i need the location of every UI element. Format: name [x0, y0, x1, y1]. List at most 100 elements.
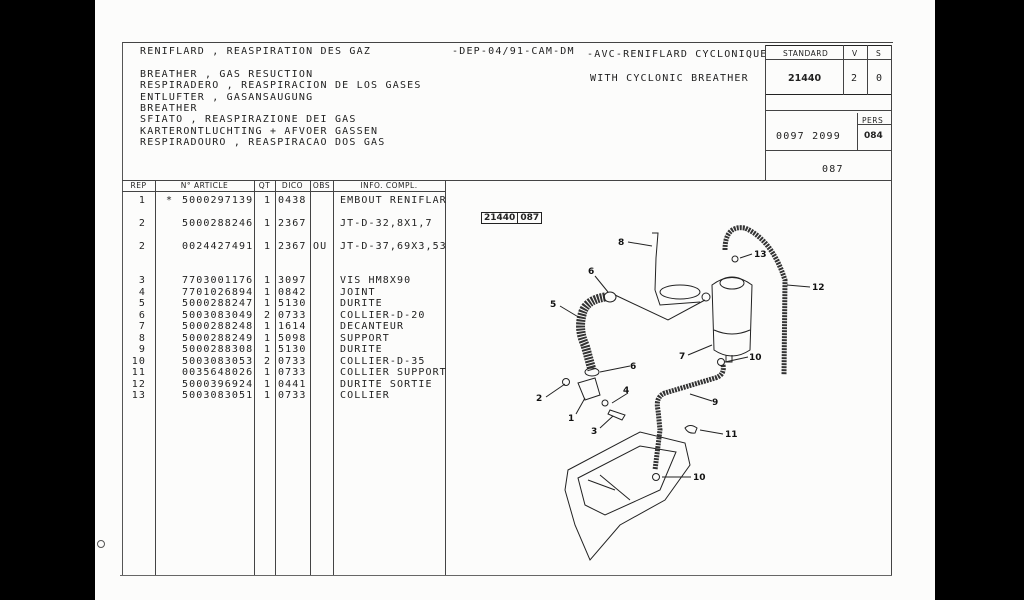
divider: [765, 45, 766, 180]
cell-info: VIS HM8X90: [340, 275, 412, 286]
divider: [254, 180, 255, 575]
divider: [857, 113, 858, 150]
cell-qt: 1: [264, 286, 272, 298]
cell-dico: 2367: [278, 241, 307, 252]
scan-mark: [97, 540, 105, 548]
cell-qt: 1: [264, 218, 272, 229]
variant-en: WITH CYCLONIC BREATHER: [590, 73, 749, 84]
cell-rep: 10: [131, 355, 146, 367]
cell-dico: 0438: [278, 195, 307, 206]
v-label: V: [852, 49, 859, 58]
cell-rep: 3: [138, 275, 146, 286]
cell-info: JT-D-32,8X1,7: [340, 218, 433, 229]
table-row: 3 7703001176 1 3097 VIS HM8X90: [122, 275, 445, 286]
cell-article: 5000288247: [182, 298, 254, 309]
decanter-cap: [719, 276, 745, 290]
cell-qt: 1: [264, 298, 272, 309]
callout-label: 4: [623, 386, 629, 396]
cell-article: 5003083049: [182, 309, 254, 321]
title-translation: SFIATO , REASPIRAZIONE DEI GAS: [140, 114, 357, 126]
divider: [891, 45, 892, 575]
cell-info: JT-D-37,69X3,53: [340, 241, 447, 252]
pers-label: PERS: [862, 116, 884, 125]
cell-article: 5000288249: [182, 332, 254, 344]
washer-4: [601, 399, 609, 407]
callout-label: 2: [536, 394, 542, 404]
cell-rep: 1: [138, 195, 146, 206]
decanter-inlet: [701, 292, 711, 302]
callout-label: 10: [749, 353, 762, 363]
page-number: 087: [822, 164, 844, 175]
divider: [275, 180, 276, 575]
cell-article: 5000288246: [182, 218, 254, 229]
cell-info: COLLIER-D-20: [340, 309, 426, 321]
cell-dico: 0733: [278, 390, 307, 401]
cell-info: DURITE: [340, 344, 383, 355]
bracket-8: [652, 232, 701, 306]
table-row: 6 5003083049 2 0733 COLLIER-D-20: [122, 310, 445, 321]
cell-article: 5000396924: [182, 378, 254, 390]
cell-article: 0035648026: [182, 367, 254, 378]
cell-qt: 1: [264, 195, 272, 206]
cell-rep: 12: [131, 378, 146, 390]
reference-number: 0097 2099: [776, 131, 841, 142]
hose-12: [722, 225, 788, 376]
callout-label: 3: [591, 427, 597, 437]
col-qt: QT: [258, 181, 271, 190]
s-label: S: [876, 49, 882, 58]
cell-dico: 5130: [278, 298, 307, 309]
cell-info: DURITE SORTIE: [340, 378, 433, 390]
callout-label: 11: [725, 430, 738, 440]
cell-qt: 1: [264, 275, 272, 286]
title-translation: RESPIRADERO , REASPIRACION DE LOS GASES: [140, 80, 422, 92]
divider: [867, 45, 868, 95]
cell-dico: 0733: [278, 309, 307, 321]
v-value: 2: [851, 73, 859, 84]
cell-rep: 8: [138, 332, 146, 344]
title-fr: RENIFLARD , REASPIRATION DES GAZ: [140, 46, 372, 57]
cell-dico: 0733: [278, 355, 307, 367]
cell-qt: 1: [264, 241, 272, 252]
cell-qt: 1: [264, 367, 272, 378]
cell-article: 5000297139: [182, 195, 254, 206]
col-info: INFO. COMPL.: [360, 181, 418, 190]
cell-info: DECANTEUR: [340, 321, 405, 332]
decanter-7: [711, 277, 753, 363]
cell-info: COLLIER SUPPORT: [340, 367, 447, 378]
diagram-ref-left: 21440: [482, 213, 519, 223]
col-obs: OBS: [312, 181, 331, 190]
cell-dico: 2367: [278, 218, 307, 229]
support-clamp-11: [684, 425, 698, 434]
cell-article: 5003083051: [182, 390, 254, 401]
cell-rep: 6: [138, 309, 146, 321]
clamp-13: [731, 255, 739, 263]
doc-code: -DEP-04/91-CAM-DM: [452, 46, 575, 57]
divider: [122, 180, 892, 181]
cell-dico: 3097: [278, 275, 307, 286]
divider: [843, 45, 844, 95]
seal-2: [562, 378, 570, 386]
cell-qt: 2: [264, 309, 272, 321]
cell-dico: 0441: [278, 378, 307, 390]
callout-label: 8: [618, 238, 624, 248]
cell-qt: 1: [264, 378, 272, 390]
cell-dico: 0733: [278, 367, 307, 378]
divider: [765, 59, 892, 60]
page-frame: [122, 42, 893, 576]
cell-rep: 2: [138, 241, 146, 252]
callout-label: 5: [550, 300, 556, 310]
cell-dico: 0842: [278, 286, 307, 298]
title-translation: BREATHER , GAS RESUCTION: [140, 69, 314, 80]
callout-label: 6: [630, 362, 636, 372]
cell-article: 7703001176: [182, 275, 254, 286]
